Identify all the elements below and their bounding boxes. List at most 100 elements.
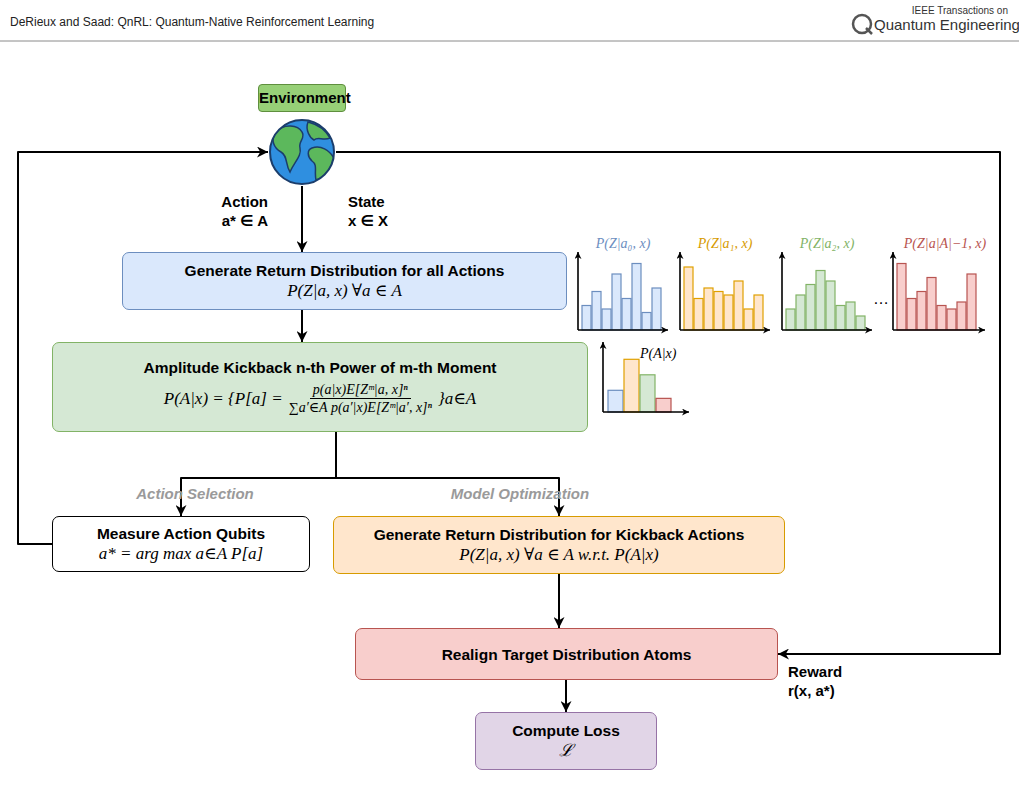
axis-line bbox=[578, 329, 668, 331]
histogram-bar bbox=[602, 309, 611, 330]
histogram-bar bbox=[640, 375, 655, 412]
histogram-label: P(Z|a₁, x) bbox=[672, 236, 778, 252]
box-heading: Generate Return Distribution for Kickbac… bbox=[374, 525, 745, 544]
histogram-bar bbox=[612, 274, 621, 330]
axis-line bbox=[781, 252, 783, 330]
box-heading: Realign Target Distribution Atoms bbox=[442, 645, 692, 664]
histogram bbox=[578, 252, 668, 330]
histogram-bar bbox=[652, 288, 661, 330]
environment-label: Environment bbox=[258, 84, 346, 112]
histogram-bar bbox=[622, 299, 631, 331]
flow-arrow bbox=[558, 574, 560, 628]
formula-text: p(a|x)E[Zᵐ|a, x]ⁿ bbox=[310, 381, 411, 399]
histogram-bar bbox=[967, 274, 976, 330]
formula-text: }a∈A bbox=[435, 388, 479, 409]
process-box: Generate Return Distribution for Kickbac… bbox=[333, 516, 785, 574]
box-heading: Generate Return Distribution for all Act… bbox=[185, 261, 505, 280]
histogram-bar bbox=[694, 299, 703, 331]
histogram-bar bbox=[917, 292, 926, 331]
axis-line bbox=[782, 329, 872, 331]
histogram-bar bbox=[907, 299, 916, 331]
axis-line bbox=[893, 329, 985, 331]
journal-logo bbox=[853, 15, 872, 34]
histogram-bar bbox=[826, 281, 835, 330]
histogram-bar bbox=[927, 278, 936, 331]
axis-line bbox=[603, 411, 689, 413]
histogram-bar bbox=[947, 309, 956, 330]
header-rule bbox=[0, 41, 1019, 42]
environment-node: Environment bbox=[268, 118, 336, 186]
flow-arrow bbox=[301, 310, 303, 342]
process-box: Amplitude Kickback n-th Power of m-th Mo… bbox=[52, 342, 588, 432]
histogram-bar bbox=[632, 264, 641, 331]
formula-text: P(A|x) = {P[a] = bbox=[161, 389, 286, 409]
axis-line bbox=[679, 252, 681, 330]
histogram-label: P(A|x) bbox=[640, 346, 700, 362]
histogram-bar bbox=[624, 359, 639, 412]
edge-label: Reward r(x, a*) bbox=[788, 662, 860, 700]
histogram-bar bbox=[897, 264, 906, 331]
globe-ocean bbox=[270, 120, 334, 184]
logo-tail bbox=[866, 28, 872, 34]
histogram-bar bbox=[836, 306, 845, 331]
histogram-bar bbox=[957, 302, 966, 330]
histogram-bar bbox=[714, 292, 723, 331]
histogram-bar bbox=[608, 390, 623, 412]
process-box: Realign Target Distribution Atoms bbox=[355, 628, 778, 680]
box-heading: Amplitude Kickback n-th Power of m-th Mo… bbox=[143, 358, 496, 377]
globe-icon bbox=[268, 118, 336, 186]
flow-arrow bbox=[336, 432, 559, 516]
flow-arrow bbox=[565, 680, 567, 712]
ellipsis: … bbox=[870, 290, 892, 308]
histogram bbox=[893, 252, 985, 330]
histogram-bar bbox=[656, 398, 671, 412]
journal-name: IEEE Transactions on bbox=[878, 5, 1008, 16]
histogram-bar bbox=[806, 285, 815, 331]
histogram-label: P(Z|a₀, x) bbox=[570, 236, 676, 252]
histogram-bar bbox=[744, 309, 753, 330]
box-formula: ℒ bbox=[559, 740, 573, 761]
axis-line bbox=[892, 252, 894, 330]
histogram bbox=[782, 252, 872, 330]
process-box: Generate Return Distribution for all Act… bbox=[122, 252, 567, 310]
formula-text: ∑a′∈A p(a′|x)E[Zᵐ|a′, x]ⁿ bbox=[286, 399, 435, 416]
axis-line bbox=[602, 342, 604, 412]
running-header: DeRieux and Saad: QnRL: Quantum-Native R… bbox=[10, 15, 510, 29]
measure-box: Measure Action Qubitsa* = arg max a∈A P[… bbox=[52, 516, 310, 572]
histogram-bar bbox=[684, 267, 693, 330]
edge-label: State x ∈ X bbox=[348, 192, 394, 230]
histogram-bar bbox=[816, 271, 825, 331]
histogram-label: P(Z|a₂, x) bbox=[774, 236, 880, 252]
loss-box: Compute Lossℒ bbox=[475, 712, 657, 770]
flow-arrow bbox=[301, 186, 303, 252]
box-formula: P(Z|a, x) ∀a ∈ A w.r.t. P(A|x) bbox=[459, 544, 658, 565]
axis-line bbox=[680, 329, 770, 331]
histogram-bar bbox=[724, 295, 733, 330]
box-heading: Measure Action Qubits bbox=[97, 524, 265, 543]
histogram-bar bbox=[592, 292, 601, 331]
histogram-bar bbox=[786, 309, 795, 330]
journal-name: Quantum Engineering bbox=[874, 16, 1014, 33]
histogram-label: P(Z|a|A|−1, x) bbox=[880, 236, 1010, 252]
edge-label: Action a* ∈ A bbox=[210, 192, 268, 230]
globe-outline bbox=[270, 120, 334, 184]
globe-land bbox=[308, 147, 334, 180]
histogram-bar bbox=[704, 288, 713, 330]
logo-ring bbox=[853, 15, 871, 33]
box-formula: P(Z|a, x) ∀a ∈ A bbox=[287, 280, 402, 301]
histogram-bar bbox=[846, 302, 855, 330]
histogram-bar bbox=[754, 295, 763, 330]
histogram-bar bbox=[856, 316, 865, 330]
box-formula: a* = arg max a∈A P[a] bbox=[99, 543, 263, 564]
box-heading: Compute Loss bbox=[512, 721, 620, 740]
edge-label: Model Optimization bbox=[425, 484, 615, 503]
histogram-bar bbox=[734, 281, 743, 330]
flow-arrow bbox=[181, 432, 336, 516]
histogram-bar bbox=[796, 295, 805, 330]
edge-label: Action Selection bbox=[110, 484, 280, 503]
histogram bbox=[680, 252, 770, 330]
axis-line bbox=[577, 252, 579, 330]
fraction: p(a|x)E[Zᵐ|a, x]ⁿ∑a′∈A p(a′|x)E[Zᵐ|a′, x… bbox=[286, 381, 435, 416]
histogram-bar bbox=[937, 306, 946, 331]
